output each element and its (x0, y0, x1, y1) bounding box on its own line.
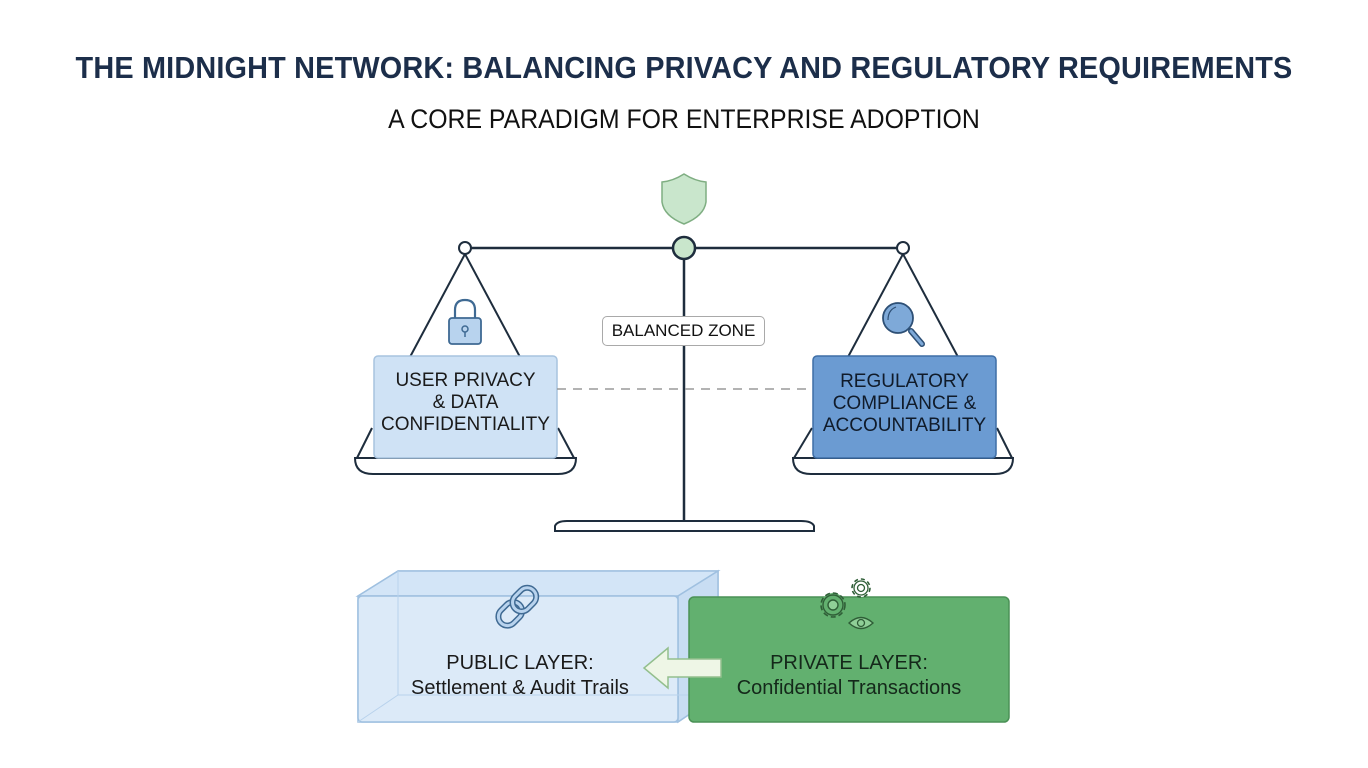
balanced-zone-label: BALANCED ZONE (602, 316, 765, 346)
compliance-line-3: ACCOUNTABILITY (822, 414, 987, 436)
compliance-box (812, 355, 997, 459)
scale-base (554, 520, 815, 532)
privacy-box (373, 355, 558, 459)
public-layer-box (355, 569, 721, 724)
shield-icon (661, 173, 707, 225)
chain-link-icon (495, 584, 540, 629)
privacy-line-2: & DATA (432, 391, 499, 413)
private-layer-subtitle: Confidential Transactions (736, 677, 962, 699)
compliance-line-1: REGULATORY (840, 371, 969, 392)
eye-icon (847, 616, 875, 630)
large-gear-icon (820, 592, 846, 618)
private-layer-title: PRIVATE LAYER: (770, 652, 928, 674)
compliance-line-2: COMPLIANCE & (832, 392, 977, 414)
page-title: THE MIDNIGHT NETWORK: BALANCING PRIVACY … (75, 50, 1293, 85)
privacy-line-3: CONFIDENTIALITY (381, 413, 550, 435)
public-layer-subtitle: Settlement & Audit Trails (411, 677, 629, 699)
lock-icon (448, 298, 482, 345)
pivot-circle (671, 235, 697, 261)
private-layer-label: PRIVATE LAYER: Confidential Transactions (709, 651, 989, 701)
magnifier-icon (882, 302, 925, 347)
flow-arrow (642, 646, 722, 690)
small-gear-icon (851, 578, 871, 598)
privacy-box-label: USER PRIVACY & DATA CONFIDENTIALITY (374, 370, 557, 436)
public-layer-label: PUBLIC LAYER: Settlement & Audit Trails (380, 651, 660, 701)
right-hanger (793, 241, 1013, 459)
privacy-line-1: USER PRIVACY (395, 370, 536, 391)
left-hanger (356, 241, 575, 459)
public-layer-title: PUBLIC LAYER: (446, 652, 594, 674)
left-pan (353, 457, 578, 475)
right-pan (791, 457, 1015, 475)
compliance-box-label: REGULATORY COMPLIANCE & ACCOUNTABILITY (813, 371, 996, 437)
gears-eye-icon (820, 578, 875, 630)
page-subtitle: A CORE PARADIGM FOR ENTERPRISE ADOPTION (388, 104, 980, 134)
